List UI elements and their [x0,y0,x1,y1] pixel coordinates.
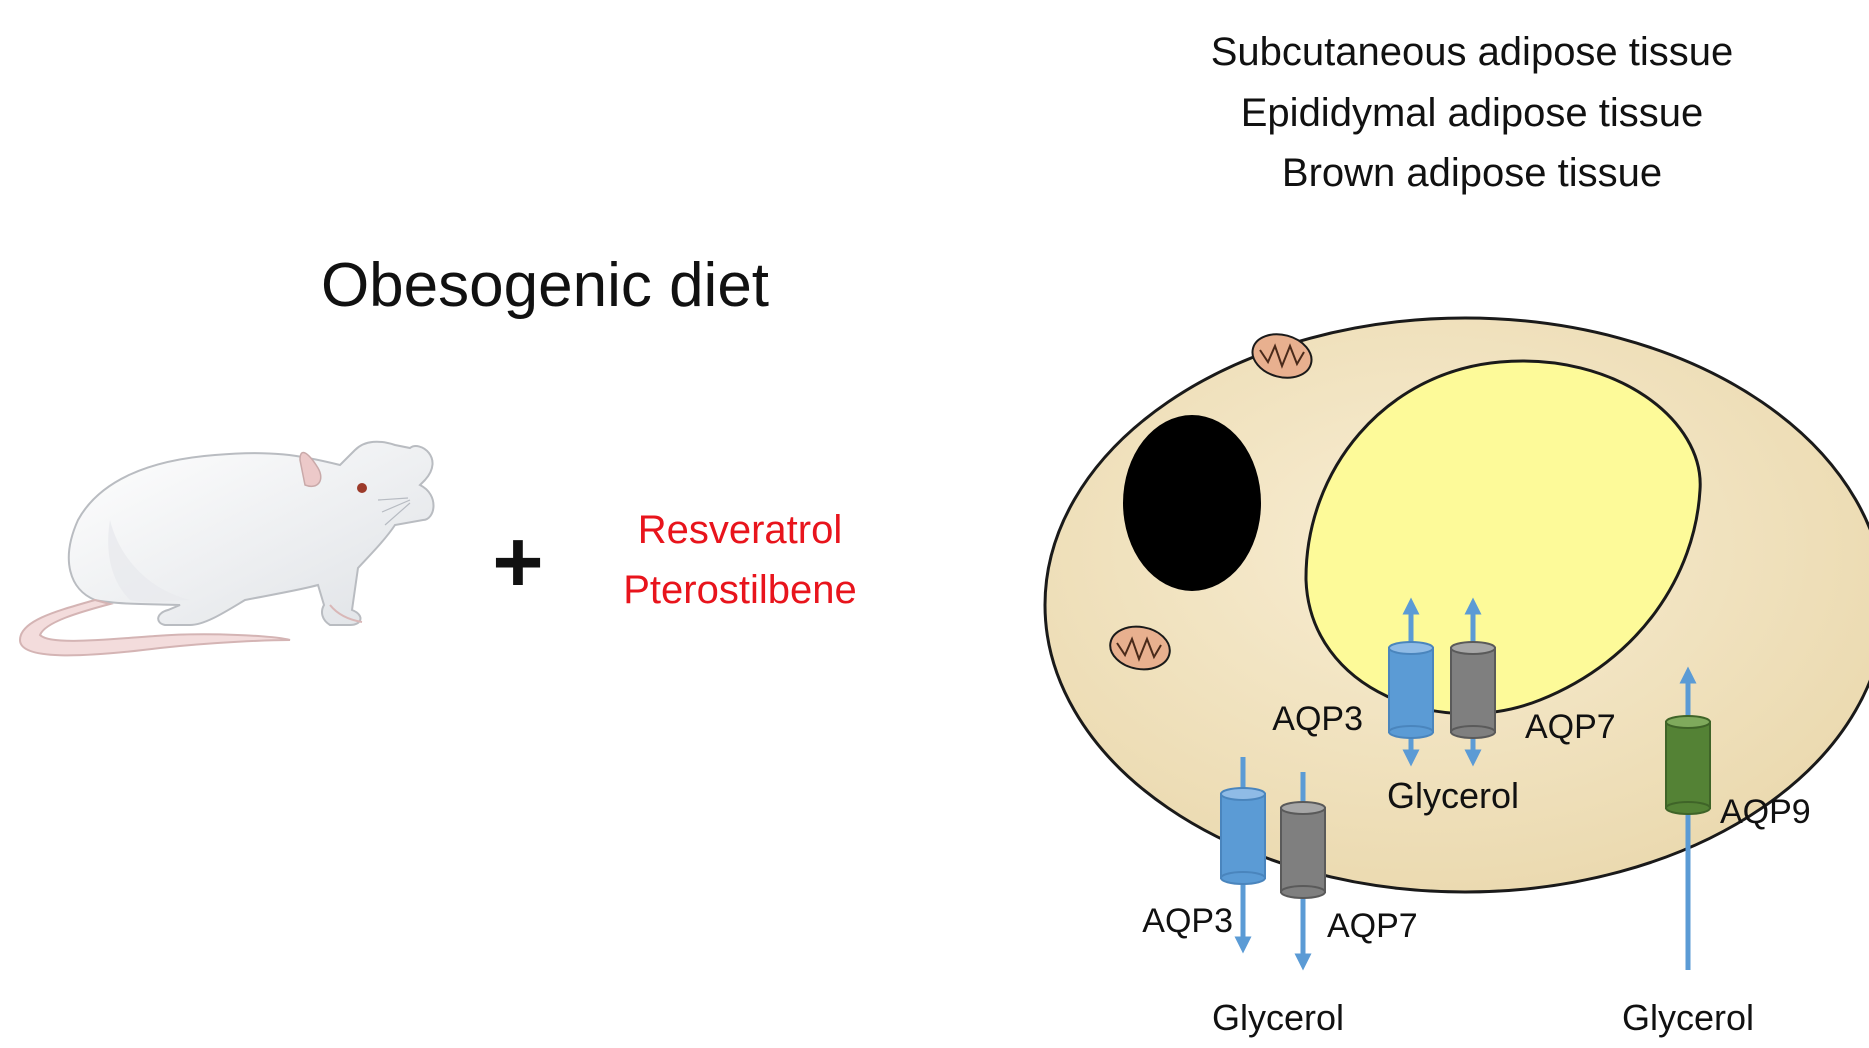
aquaporin-channel-icon [1220,787,1266,885]
label-droplet-aqp7: AQP7 [1525,708,1616,746]
diet-title: Obesogenic diet [321,251,769,320]
mitochondrion-icon [1251,333,1313,379]
label-aqp9-glycerol: Glycerol [1622,997,1754,1038]
label-droplet-glycerol: Glycerol [1387,775,1519,816]
label-droplet-aqp3: AQP3 [1272,700,1363,738]
label-membrane-glycerol: Glycerol [1212,997,1344,1038]
tissue-label-epididymal: Epididymal adipose tissue [1241,91,1703,135]
mitochondrion-icon [1109,625,1171,671]
tissue-label-brown: Brown adipose tissue [1282,151,1662,195]
rat-illustration [18,440,435,657]
plus-sign: + [492,512,543,611]
aquaporin-channel-icon [1665,715,1711,815]
compound-pterostilbene: Pterostilbene [623,568,856,612]
nucleus [1123,415,1261,591]
label-aqp9: AQP9 [1720,793,1811,831]
tissue-label-subcutaneous: Subcutaneous adipose tissue [1211,30,1734,74]
aquaporin-channel-icon [1450,641,1496,739]
label-membrane-aqp3: AQP3 [1142,902,1233,940]
aquaporin-channel-icon [1388,641,1434,739]
aquaporin-channel-icon [1280,801,1326,899]
label-membrane-aqp7: AQP7 [1327,907,1418,945]
compound-resveratrol: Resveratrol [638,508,843,552]
